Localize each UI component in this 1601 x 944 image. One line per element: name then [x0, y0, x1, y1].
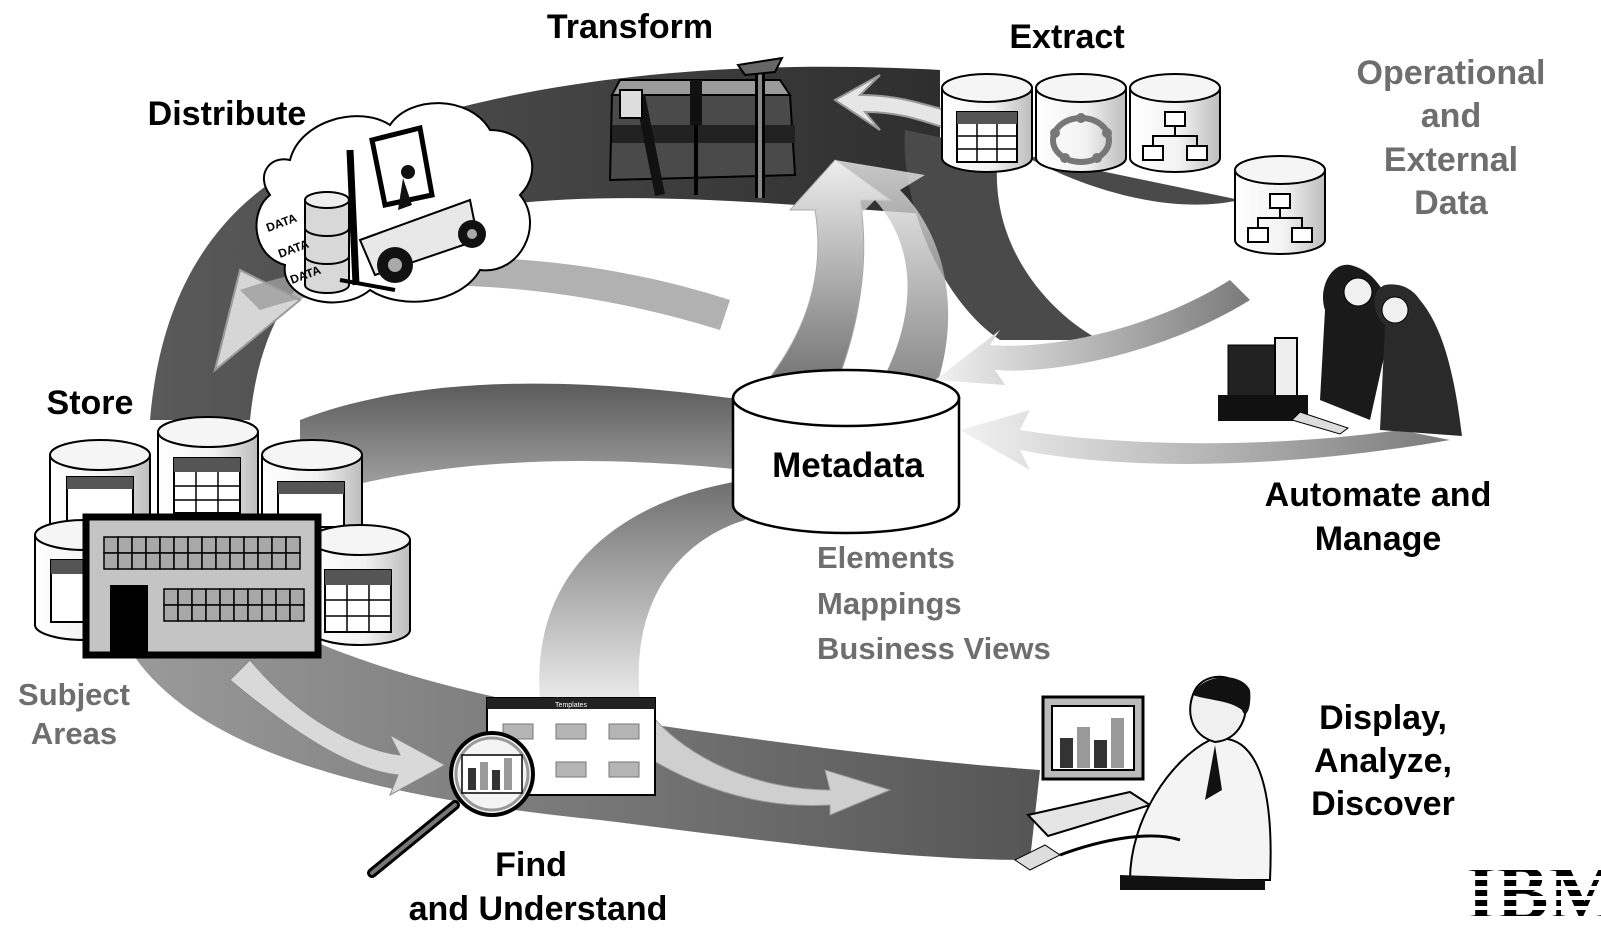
building-window — [215, 536, 231, 554]
building-window — [289, 604, 305, 622]
building-window — [285, 552, 301, 570]
building-window — [191, 588, 207, 606]
database-icon — [1129, 73, 1221, 173]
building-window — [247, 604, 263, 622]
label-display-line1: Display, — [1319, 699, 1447, 737]
label-display-line2: Analyze, — [1314, 742, 1452, 780]
extract-databases — [941, 73, 1326, 255]
toolbox-icon — [608, 56, 797, 198]
building-window — [117, 536, 133, 554]
logo-stripe — [1460, 896, 1601, 900]
database-icon — [941, 73, 1033, 173]
building-window — [243, 536, 259, 554]
database-icon — [1234, 155, 1326, 255]
building-window — [159, 536, 175, 554]
building-window — [257, 536, 273, 554]
building-window — [187, 552, 203, 570]
building-window — [187, 536, 203, 554]
building-window — [219, 604, 235, 622]
building-window — [275, 604, 291, 622]
database-icon — [1035, 73, 1127, 173]
label-extract: Extract — [1009, 18, 1124, 56]
building-window — [205, 588, 221, 606]
building-window — [201, 536, 217, 554]
building-window — [243, 552, 259, 570]
forklift-icon: DATA DATA DATA — [255, 102, 534, 304]
label-elements: Elements — [817, 540, 955, 575]
building-window — [233, 588, 249, 606]
label-operational-line3: External — [1384, 141, 1518, 179]
label-automate-line1: Automate and — [1265, 476, 1492, 514]
building-window — [163, 604, 179, 622]
label-distribute: Distribute — [148, 95, 307, 133]
building-window — [103, 536, 119, 554]
building-window — [229, 536, 245, 554]
building-window — [177, 588, 193, 606]
building-window — [191, 604, 207, 622]
building-window — [131, 536, 147, 554]
building-window — [257, 552, 273, 570]
building-window — [247, 588, 263, 606]
building-window — [131, 552, 147, 570]
building-icon — [82, 513, 322, 659]
building-window — [159, 552, 175, 570]
label-display-line3: Discover — [1311, 785, 1455, 823]
building-window — [201, 552, 217, 570]
logo-stripe — [1460, 866, 1601, 870]
building-window — [145, 552, 161, 570]
templates-title: Templates — [555, 702, 587, 709]
building-window — [289, 588, 305, 606]
label-metadata: Metadata — [772, 446, 924, 485]
ibm-logo-text: IBM — [1466, 849, 1601, 936]
logo-stripe — [1460, 886, 1601, 890]
magnifier-icon — [367, 731, 535, 878]
database-icon — [309, 524, 411, 646]
logo-stripe — [1460, 916, 1601, 920]
building-window — [229, 552, 245, 570]
building-window — [173, 552, 189, 570]
building-window — [233, 604, 249, 622]
building-window — [261, 604, 277, 622]
building-window — [205, 604, 221, 622]
database-icon — [157, 416, 259, 531]
building-window — [271, 536, 287, 554]
analyst-workstation-icon — [1014, 675, 1272, 890]
workstation-icon — [1218, 264, 1462, 436]
building-window — [163, 588, 179, 606]
building-window — [271, 552, 287, 570]
building-window — [219, 588, 235, 606]
label-store: Store — [47, 384, 134, 422]
logo-stripe — [1460, 876, 1601, 880]
label-subject-line2: Areas — [31, 716, 117, 751]
building-window — [177, 604, 193, 622]
building-window — [103, 552, 119, 570]
building-window — [145, 536, 161, 554]
building-window — [261, 588, 277, 606]
label-operational-line1: Operational — [1357, 54, 1546, 92]
label-find-line2: and Understand — [409, 890, 668, 928]
label-subject-line1: Subject — [18, 677, 130, 712]
building-windows — [103, 536, 305, 622]
label-operational-line4: Data — [1414, 184, 1489, 222]
building-window — [117, 552, 133, 570]
building-window — [285, 536, 301, 554]
ibm-logo: IBM — [1460, 849, 1601, 936]
label-find-line1: Find — [495, 846, 567, 884]
logo-stripes — [1460, 866, 1601, 920]
building-window — [215, 552, 231, 570]
label-operational-line2: and — [1421, 97, 1481, 135]
label-business-views: Business Views — [817, 631, 1051, 666]
building-window — [275, 588, 291, 606]
metadata-database — [731, 368, 961, 535]
logo-stripe — [1460, 906, 1601, 910]
labels: Transform Extract Operational and Extern… — [18, 8, 1545, 928]
building-window — [173, 536, 189, 554]
label-automate-line2: Manage — [1315, 520, 1442, 558]
label-mappings: Mappings — [817, 586, 962, 621]
label-transform: Transform — [547, 8, 713, 46]
